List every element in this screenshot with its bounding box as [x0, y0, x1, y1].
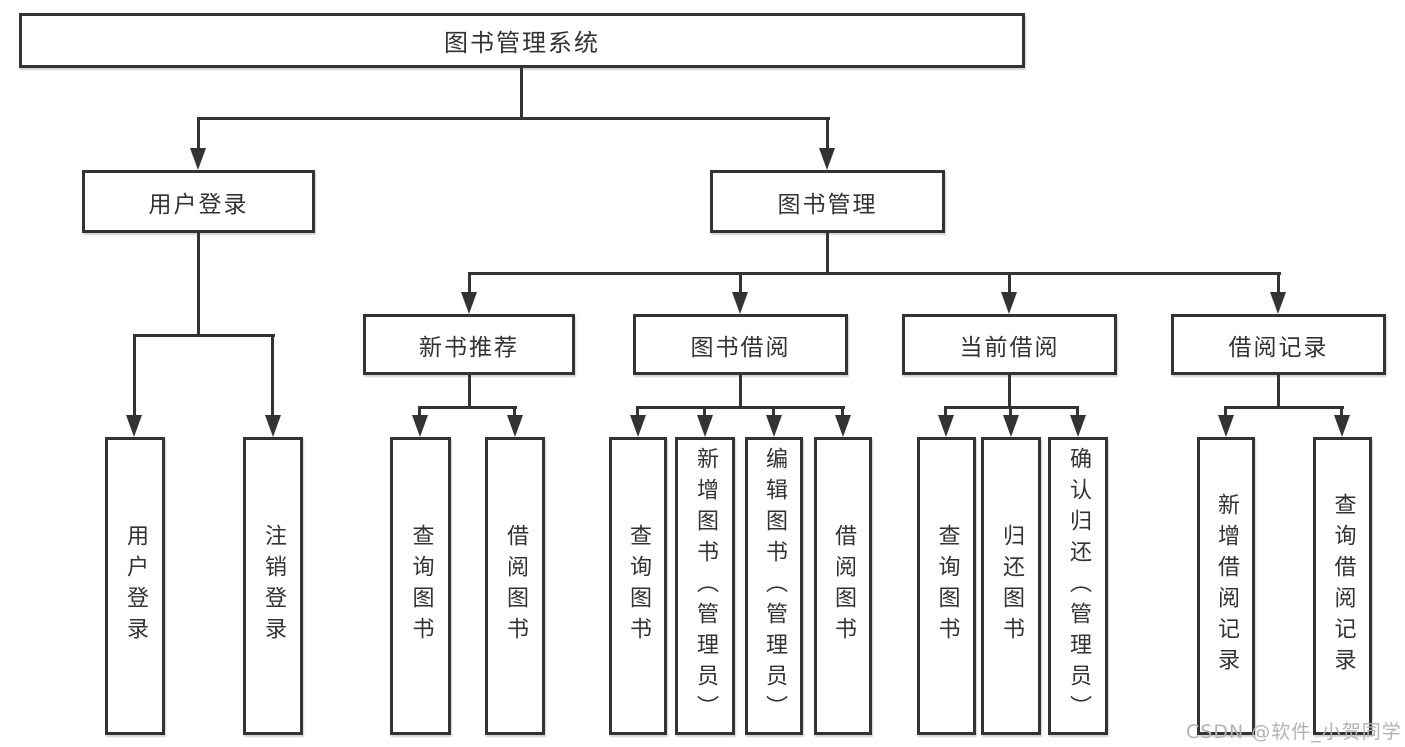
node-current-borrow-label: 当前借阅 [959, 334, 1060, 361]
connector-line [133, 334, 136, 418]
connector-line [513, 406, 516, 418]
arrowhead-icon [1001, 292, 1017, 314]
leaf-borrow-books-2: 借阅图书 [814, 437, 872, 735]
connector-line [197, 117, 200, 150]
connector-line [1008, 272, 1011, 294]
arrowhead-icon [1334, 415, 1350, 437]
arrowhead-icon [412, 415, 428, 437]
node-root-label: 图书管理系统 [444, 29, 600, 57]
arrowhead-icon [835, 415, 851, 437]
leaf-query-borrow-record-label: 查询借阅记录 [1330, 493, 1356, 679]
connector-line [944, 406, 947, 418]
node-book-management: 图书管理 [710, 170, 945, 233]
connector-line [468, 272, 1281, 275]
leaf-return-book-label: 归还图书 [999, 524, 1024, 648]
arrowhead-icon [1003, 415, 1019, 437]
leaf-query-books-1-label: 查询图书 [408, 524, 434, 648]
node-book-borrow: 图书借阅 [633, 314, 848, 375]
leaf-user-login: 用户登录 [105, 437, 165, 735]
leaf-logout: 注销登录 [243, 437, 303, 735]
arrowhead-icon [1070, 415, 1086, 437]
arrowhead-icon [265, 415, 281, 437]
connector-line [739, 272, 742, 294]
connector-line [636, 406, 845, 409]
connector-line [418, 406, 421, 418]
connector-line [197, 117, 830, 120]
node-user-login: 用户登录 [82, 170, 315, 233]
connector-line [1224, 406, 1227, 418]
arrowhead-icon [732, 292, 748, 314]
arrowhead-icon [1270, 292, 1286, 314]
leaf-borrow-books-2-label: 借阅图书 [831, 524, 856, 648]
node-user-login-label: 用户登录 [148, 191, 249, 218]
arrowhead-icon [630, 415, 646, 437]
node-borrow-record-label: 借阅记录 [1228, 334, 1329, 361]
connector-line [271, 334, 274, 418]
connector-line [1277, 272, 1280, 294]
connector-line [826, 233, 829, 275]
leaf-add-book-admin: 新增图书（管理员） [675, 437, 735, 735]
arrowhead-icon [697, 415, 713, 437]
arrowhead-icon [766, 415, 782, 437]
leaf-query-books-2-label: 查询图书 [626, 524, 651, 648]
arrowhead-icon [938, 415, 954, 437]
node-book-borrow-label: 图书借阅 [690, 334, 791, 361]
leaf-borrow-books-1-label: 借阅图书 [503, 524, 528, 648]
leaf-add-borrow-record-label: 新增借阅记录 [1214, 493, 1239, 679]
connector-line [197, 233, 200, 336]
connector-line [1009, 406, 1012, 418]
leaf-query-borrow-record: 查询借阅记录 [1313, 437, 1372, 735]
connector-line [468, 375, 471, 408]
connector-line [772, 406, 775, 418]
node-book-management-label: 图书管理 [777, 191, 878, 218]
connector-line [1224, 406, 1344, 409]
arrowhead-icon [190, 148, 206, 170]
arrowhead-icon [461, 292, 477, 314]
connector-line [133, 334, 275, 337]
leaf-logout-label: 注销登录 [261, 524, 286, 648]
connector-line [1008, 375, 1011, 408]
leaf-return-book: 归还图书 [981, 437, 1041, 735]
connector-line [1340, 406, 1343, 418]
leaf-query-books-3: 查询图书 [917, 437, 976, 735]
node-new-book-recommend-label: 新书推荐 [419, 334, 519, 361]
leaf-user-login-label: 用户登录 [123, 524, 148, 648]
node-new-book-recommend: 新书推荐 [363, 314, 575, 375]
connector-line [739, 375, 742, 408]
connector-line [1277, 375, 1280, 408]
node-root: 图书管理系统 [19, 13, 1025, 68]
arrowhead-icon [1218, 415, 1234, 437]
connector-line [418, 406, 517, 409]
leaf-query-books-1: 查询图书 [390, 437, 451, 735]
leaf-edit-book-admin: 编辑图书（管理员） [745, 437, 803, 735]
leaf-query-books-3-label: 查询图书 [934, 524, 960, 648]
connector-line [826, 117, 829, 150]
leaf-confirm-return-admin: 确认归还（管理员） [1048, 437, 1108, 735]
arrowhead-icon [126, 415, 142, 437]
connector-line [703, 406, 706, 418]
leaf-borrow-books-1: 借阅图书 [485, 437, 545, 735]
arrowhead-icon [819, 148, 835, 170]
connector-line [468, 272, 471, 294]
leaf-confirm-return-admin-label: 确认归还（管理员） [1066, 446, 1091, 726]
connector-line [520, 68, 523, 119]
arrowhead-icon [507, 415, 523, 437]
leaf-add-borrow-record: 新增借阅记录 [1197, 437, 1255, 735]
node-current-borrow: 当前借阅 [902, 314, 1117, 375]
connector-line [636, 406, 639, 418]
connector-line [1076, 406, 1079, 418]
watermark: CSDN @软件_小贺同学 [1186, 721, 1402, 743]
connector-line [841, 406, 844, 418]
leaf-edit-book-admin-label: 编辑图书（管理员） [762, 446, 787, 726]
node-borrow-record: 借阅记录 [1171, 314, 1386, 375]
leaf-query-books-2: 查询图书 [609, 437, 667, 735]
leaf-add-book-admin-label: 新增图书（管理员） [693, 446, 718, 726]
